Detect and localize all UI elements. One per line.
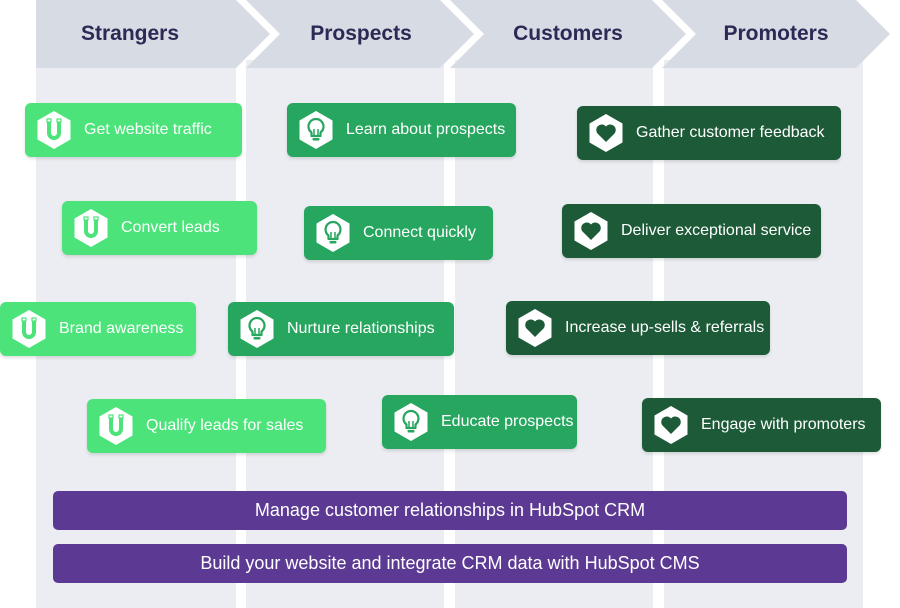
- magnet-icon: [73, 208, 109, 248]
- card-label: Nurture relationships: [287, 320, 435, 337]
- lightbulb-icon: [393, 402, 429, 442]
- stage-prospects: Prospects: [246, 0, 474, 68]
- card-label: Engage with promoters: [701, 416, 866, 433]
- card-label: Educate prospects: [441, 413, 574, 430]
- bar-label: Manage customer relationships in HubSpot…: [254, 500, 646, 520]
- stage-promoters: Promoters: [662, 0, 890, 68]
- card-label: Deliver exceptional service: [621, 222, 812, 239]
- card-nurture-relationships: Nurture relationships: [228, 302, 454, 356]
- stage-strangers: Strangers: [36, 0, 270, 68]
- stage-customers: Customers: [450, 0, 686, 68]
- crm-bar: Manage customer relationships in HubSpot…: [53, 491, 847, 530]
- card-get-website-traffic: Get website traffic: [25, 103, 242, 157]
- card-deliver-service: Deliver exceptional service: [562, 204, 821, 258]
- lightbulb-icon: [315, 213, 351, 253]
- card-label: Increase up-sells & referrals: [565, 319, 765, 336]
- magnet-icon: [11, 309, 47, 349]
- heart-icon: [573, 211, 609, 251]
- bar-label: Build your website and integrate CRM dat…: [200, 553, 700, 573]
- stage-label: Prospects: [310, 22, 412, 45]
- magnet-icon: [98, 406, 134, 446]
- card-label: Gather customer feedback: [636, 124, 825, 141]
- card-engage-promoters: Engage with promoters: [642, 398, 881, 452]
- card-connect-quickly: Connect quickly: [304, 206, 493, 260]
- heart-icon: [517, 308, 553, 348]
- card-label: Learn about prospects: [346, 121, 506, 138]
- card-label: Qualify leads for sales: [146, 417, 304, 434]
- card-qualify-leads: Qualify leads for sales: [87, 399, 326, 453]
- heart-icon: [588, 113, 624, 153]
- card-brand-awareness: Brand awareness: [0, 302, 196, 356]
- lightbulb-icon: [298, 110, 334, 150]
- stage-label: Customers: [513, 22, 623, 45]
- card-increase-upsells: Increase up-sells & referrals: [506, 301, 770, 355]
- lightbulb-icon: [239, 309, 275, 349]
- magnet-icon: [36, 110, 72, 150]
- stage-label: Promoters: [723, 22, 829, 45]
- card-label: Convert leads: [121, 219, 220, 236]
- card-convert-leads: Convert leads: [62, 201, 257, 255]
- card-gather-feedback: Gather customer feedback: [577, 106, 841, 160]
- stage-label: Strangers: [80, 22, 180, 45]
- card-label: Connect quickly: [363, 224, 476, 241]
- card-label: Get website traffic: [84, 121, 212, 138]
- card-label: Brand awareness: [59, 320, 184, 337]
- card-learn-about-prospects: Learn about prospects: [287, 103, 516, 157]
- cms-bar: Build your website and integrate CRM dat…: [53, 544, 847, 583]
- heart-icon: [653, 405, 689, 445]
- card-educate-prospects: Educate prospects: [382, 395, 577, 449]
